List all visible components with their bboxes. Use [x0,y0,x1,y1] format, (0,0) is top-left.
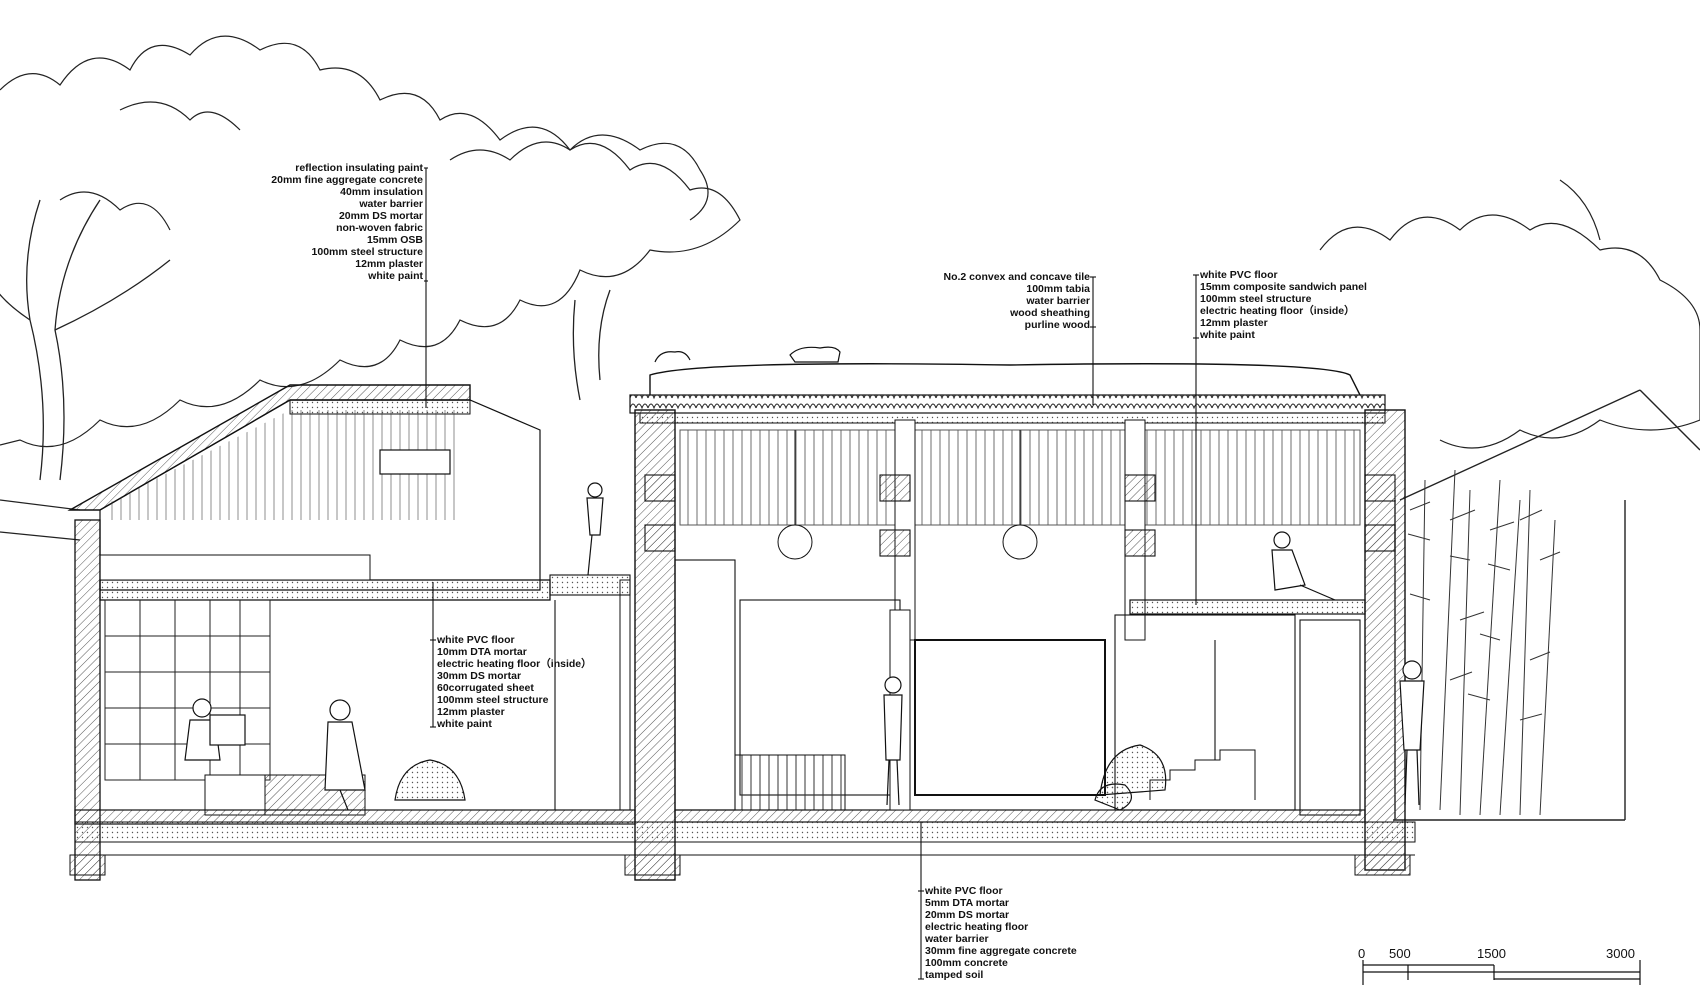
callout-label: 100mm concrete [925,957,1008,969]
scale-tick-0: 0 [1358,946,1366,961]
callout-label: electric heating floor（inside） [437,658,592,670]
rocks [394,744,1167,811]
people [184,482,1425,811]
callout-label: 10mm DTA mortar [437,646,527,658]
callout-label: 100mm tabia [1026,283,1090,295]
callout-label: white paint [437,718,492,730]
callout-label: 100mm steel structure [311,246,423,258]
right-boundary-wall [1393,389,1700,821]
callout-label: white PVC floor [1200,269,1278,281]
callout-label: water barrier [1026,295,1090,307]
scale-bar [1362,960,1641,985]
callout-label: tamped soil [925,969,984,981]
callout-label: 5mm DTA mortar [925,897,1010,909]
callout-label: 30mm DS mortar [437,670,522,682]
cats [654,346,841,363]
scale-tick-3000: 3000 [1606,946,1635,961]
callout-label: white paint [1200,329,1255,341]
callout-label: non-woven fabric [336,222,423,234]
main-building [629,363,1406,881]
callout-label: 20mm DS mortar [925,909,1010,921]
left-building [67,384,636,881]
callout-label: 15mm composite sandwich panel [1200,281,1367,293]
callout-label: reflection insulating paint [295,162,423,174]
callout-label: 40mm insulation [340,186,423,198]
callout-label: 60corrugated sheet [437,682,534,694]
callout-label: electric heating floor [925,921,1029,933]
callout-label: white PVC floor [437,634,515,646]
callout-label: white PVC floor [925,885,1003,897]
left-boundary-wall [0,499,81,541]
callout-label: white paint [368,270,423,282]
scale-tick-1500: 1500 [1477,946,1506,961]
leader-lines [424,167,1199,980]
callout-label: purline wood [1024,319,1090,331]
callout-label: 100mm steel structure [1200,293,1312,305]
ground [69,821,1416,876]
callout-label: No.2 convex and concave tile [943,271,1090,283]
tree-canopy [0,35,1700,449]
callout-label: water barrier [925,933,989,945]
callout-label: 20mm fine aggregate concrete [271,174,423,186]
callout-label: 100mm steel structure [437,694,549,706]
callout-label: water barrier [359,198,423,210]
callout-label: 15mm OSB [366,234,423,246]
tree-trunks [0,199,611,481]
callout-label: electric heating floor（inside） [1200,305,1355,317]
link-corridor [549,574,631,810]
bamboo [1407,469,1561,816]
callout-label: 12mm plaster [437,706,505,718]
callout-label: 12mm plaster [355,258,423,270]
scale-tick-500: 500 [1389,946,1411,961]
callout-label: wood sheathing [1010,307,1090,319]
callout-label: 30mm fine aggregate concrete [925,945,1077,957]
callout-label: 20mm DS mortar [338,210,423,222]
callout-label: 12mm plaster [1200,317,1268,329]
